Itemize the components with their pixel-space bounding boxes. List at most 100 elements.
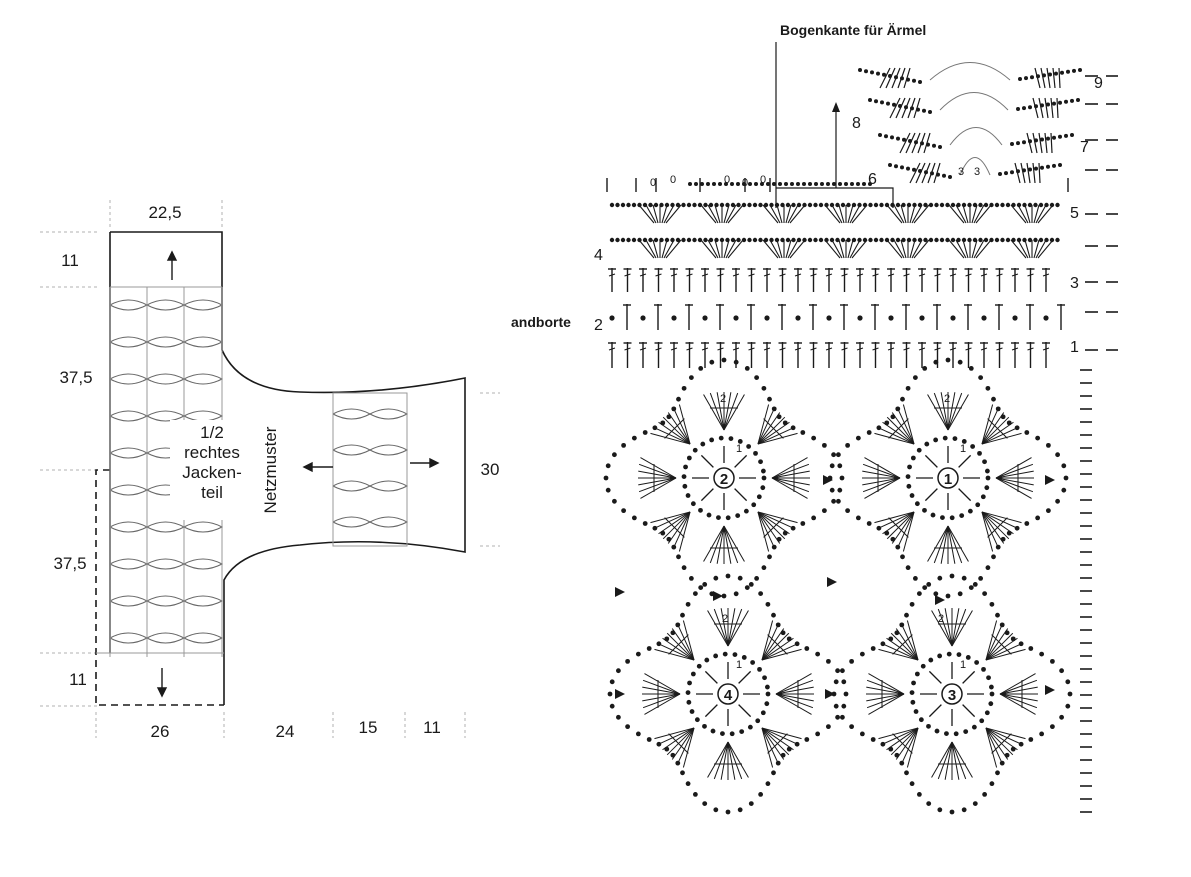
chain-dot [961,237,967,243]
chain-dot [963,729,969,734]
chain-dot [1010,636,1016,642]
mesh-cell [183,558,224,570]
chain-dot [761,475,767,481]
petal-stitch [638,463,677,479]
chain-dot [1006,420,1012,426]
chain-dot [620,237,626,243]
chain-dot [879,237,884,243]
petal-stitch [947,392,963,431]
treble-cross [732,273,740,277]
petal-stitch [862,477,901,486]
petal-stitch [951,741,967,780]
mesh-cell [109,410,149,422]
chain-dot [666,536,672,542]
chain-dot [710,728,716,734]
petal-cross [664,418,685,439]
center-stitch [958,454,972,468]
petal-stitch [673,408,691,445]
chain-dot [1063,475,1069,481]
chain-dot [605,463,611,469]
petal-stitch [940,525,949,564]
chain-dot [1065,679,1071,685]
petal-stitch [771,463,810,479]
chain-dot [911,680,916,686]
mesh-cell [332,408,372,420]
chain-dot [744,585,750,590]
fan-stitch [707,204,719,224]
chain-dot [736,237,741,243]
treble-cross [1011,273,1019,277]
chain-dot [928,202,934,208]
chain-dot [991,396,996,402]
chain-dot [725,515,731,521]
row-number-3: 3 [1070,275,1079,292]
dim-bottom-4: 11 [423,718,441,737]
chain-dot [856,182,860,186]
chain-dot [612,498,617,504]
chain-dot [961,439,967,444]
chain-dot [648,202,653,208]
chain-dot [733,359,739,365]
center-stitch [738,670,752,684]
fan-stitch [913,204,930,224]
treble-cross [903,347,910,351]
join-marker-icon [823,475,833,485]
petal-stitch [874,432,915,445]
petal-stitch [933,392,949,431]
chain-dot [916,447,922,453]
petal-stitch [902,404,915,445]
fan-stitch [973,239,985,259]
treble-cross [639,273,647,277]
dim-right: 30 [481,460,500,479]
treble-cross [763,347,771,351]
fan-stitch [1044,97,1049,119]
chain-dot [652,425,658,431]
center-stitch [734,488,748,502]
petal-stitch [757,511,770,552]
chain-dot [721,357,727,363]
chain-dot [937,653,943,659]
treble-cross [608,347,616,351]
petal-stitch [727,610,749,647]
chain-dot [708,202,714,208]
mesh-cell [146,373,186,385]
petal-stitch [654,727,695,740]
chain-dot [764,684,770,690]
chain-dot [747,237,752,243]
chain-dot [653,237,659,243]
chain-mark: 0 [670,174,676,186]
chain-dot [1052,135,1056,140]
chain-dot [835,237,840,243]
chain-dot [685,690,691,696]
crochet-chart: Bogenkante für Ärmel andborte 1 2 3 4 5 … [511,22,1118,815]
chain-dot [1059,714,1064,720]
petal-stitch [716,392,725,431]
chain-dot [754,575,760,581]
chain-dot [708,237,714,243]
chain-dot [836,452,841,458]
chain-dot [876,425,882,431]
chain-dot [722,651,728,657]
petal-stitch [999,686,1038,695]
chain-dot [807,202,813,208]
petal-stitch [995,477,1034,493]
fan-stitch [1052,67,1056,89]
motif-center-icon [937,467,959,489]
chain-dot [1027,202,1033,208]
chain-dot [607,691,613,697]
chain-dot [780,630,786,636]
mesh-cell [332,444,372,456]
petal-stitch [723,525,732,564]
petal-stitch [999,693,1038,709]
chain-dot [1000,536,1006,542]
chain-dot [826,182,830,186]
chain-dot [950,315,956,321]
chain-dot [771,406,777,412]
chain-dot [609,315,615,321]
petal-stitch [985,637,1018,661]
join-marker-icon [827,577,837,587]
chain-dot [681,237,686,243]
fan-stitch [849,239,861,259]
treble-cross [841,347,848,351]
chain-dot [890,237,895,243]
